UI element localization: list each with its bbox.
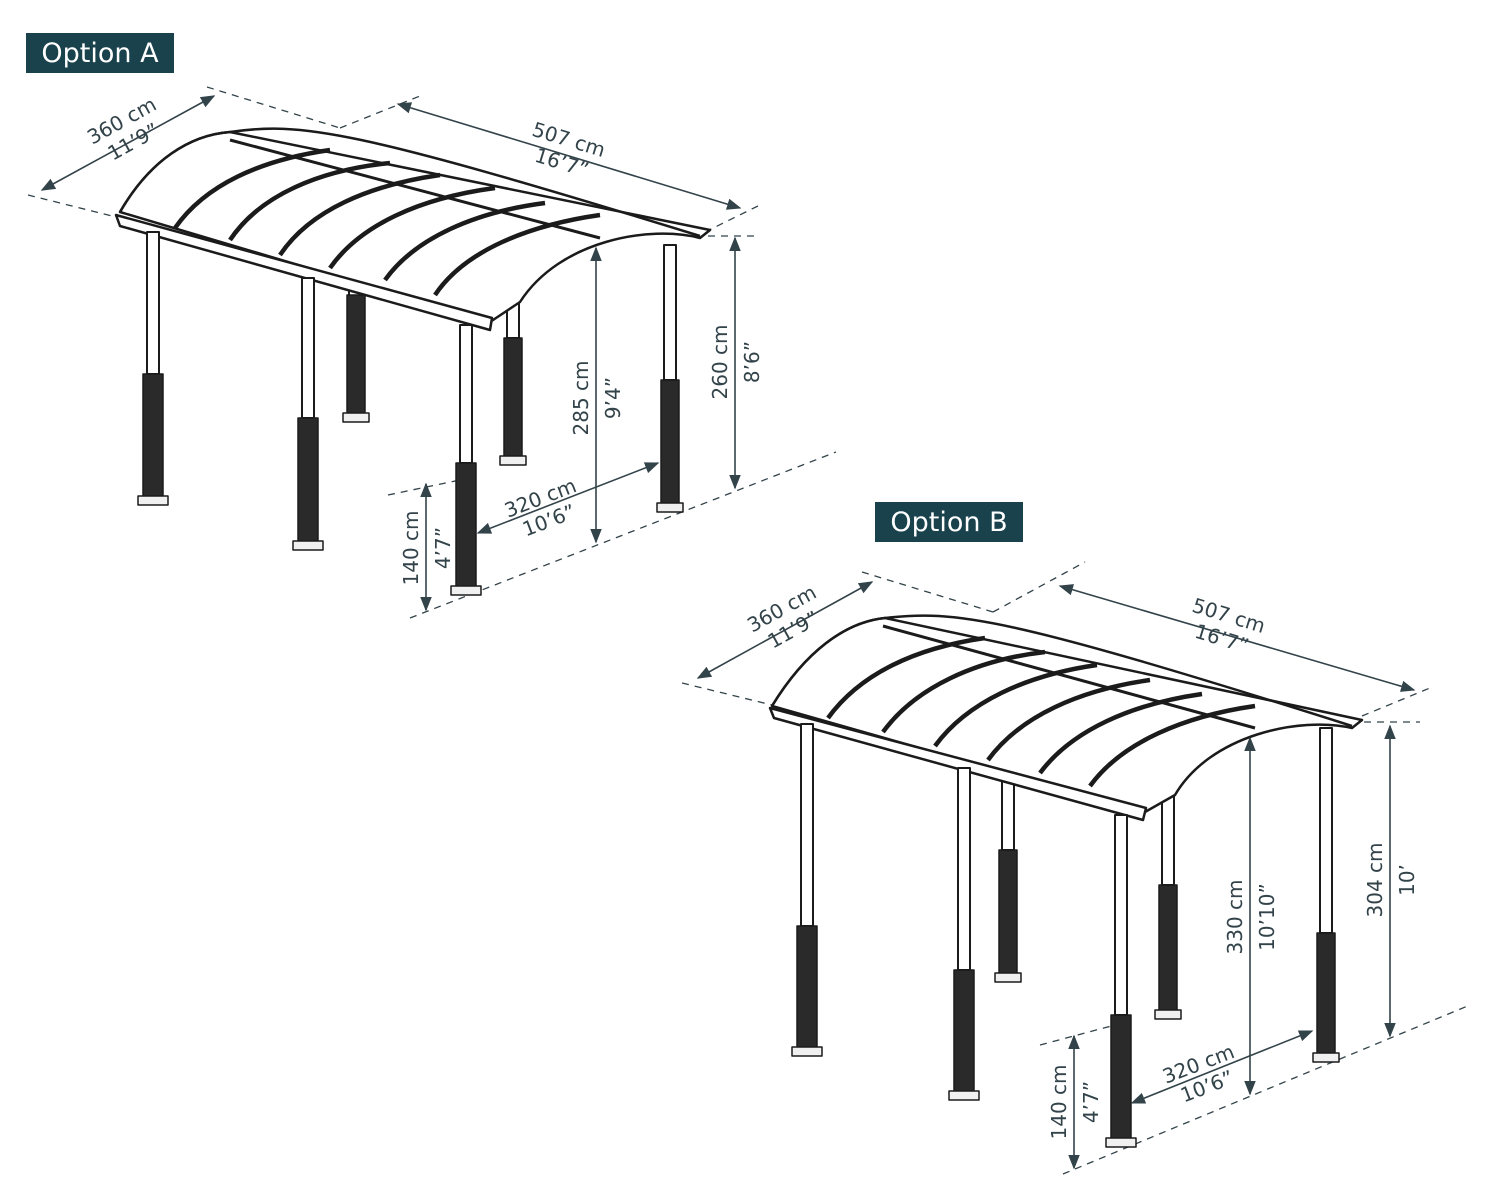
option-b-label: Option B (890, 507, 1007, 538)
option-a-carport (114, 127, 712, 596)
option-a-eave-height-imperial: 8’6” (740, 341, 764, 383)
option-a-base-height-dimension: 140 cm 4’7” (399, 510, 455, 585)
option-a-dimension-lines (40, 95, 742, 612)
option-a-post-back-right (656, 244, 684, 513)
option-a-label: Option A (41, 38, 159, 69)
option-a-post-back-left (342, 289, 370, 423)
option-a-base-height-imperial: 4’7” (431, 527, 455, 569)
option-a-extension-lines (27, 86, 837, 619)
option-b-post-back-mid (1154, 789, 1182, 1020)
option-a-post-front-2 (292, 277, 324, 551)
option-a-post-spacing-dimension: 320 cm 10’6” (501, 473, 580, 541)
option-b-post-back-left (994, 777, 1022, 983)
option-b-post-front-3 (1105, 814, 1137, 1148)
option-a-front-beam (114, 213, 494, 332)
option-b-eave-height-imperial: 10’ (1395, 864, 1419, 896)
option-b-extension-lines (681, 561, 1471, 1175)
option-b-post-spacing-dimension: 320 cm 10’6” (1159, 1039, 1238, 1107)
option-b-length-dimension: 507 cm 16’7” (1189, 593, 1268, 658)
option-a-roof-panel (118, 130, 712, 324)
option-a-width-dimension: 360 cm 11’9” (83, 92, 163, 165)
option-b-base-height-imperial: 4’7” (1079, 1081, 1103, 1123)
option-a-base-height-metric: 140 cm (399, 510, 423, 585)
option-a-eave-height-dimension: 260 cm 8’6” (708, 324, 764, 399)
option-b-post-front-1 (791, 723, 823, 1057)
option-b-post-front-2 (948, 767, 980, 1101)
option-b: Option B (681, 502, 1471, 1175)
option-a-post-front-1 (137, 231, 169, 506)
option-a-length-dimension: 507 cm 16’7” (529, 117, 608, 182)
option-b-dimension-lines (696, 581, 1416, 1170)
option-b-post-back-right (1312, 727, 1340, 1063)
option-b-badge (875, 502, 1023, 542)
option-a-total-height-dimension: 285 cm 9’4” (569, 360, 625, 435)
option-b-roof-panel (770, 616, 1364, 814)
option-a-eave-height-metric: 260 cm (708, 324, 732, 399)
option-b-base-height-dimension: 140 cm 4’7” (1047, 1064, 1103, 1139)
option-b-total-height-imperial: 10’10” (1255, 883, 1279, 951)
option-b-carport (768, 614, 1364, 1148)
option-b-front-beam (768, 706, 1148, 822)
option-b-eave-height-metric: 304 cm (1363, 842, 1387, 917)
option-a-post-back-mid (499, 297, 527, 466)
option-a-badge (26, 33, 174, 73)
option-b-base-height-metric: 140 cm (1047, 1064, 1071, 1139)
option-b-total-height-metric: 330 cm (1223, 879, 1247, 954)
option-a: Option A (26, 33, 837, 619)
option-a-post-front-3 (450, 324, 482, 596)
option-a-total-height-metric: 285 cm (569, 360, 593, 435)
option-a-total-height-imperial: 9’4” (601, 377, 625, 419)
option-b-total-height-dimension: 330 cm 10’10” (1223, 879, 1279, 954)
option-b-eave-height-dimension: 304 cm 10’ (1363, 842, 1419, 917)
